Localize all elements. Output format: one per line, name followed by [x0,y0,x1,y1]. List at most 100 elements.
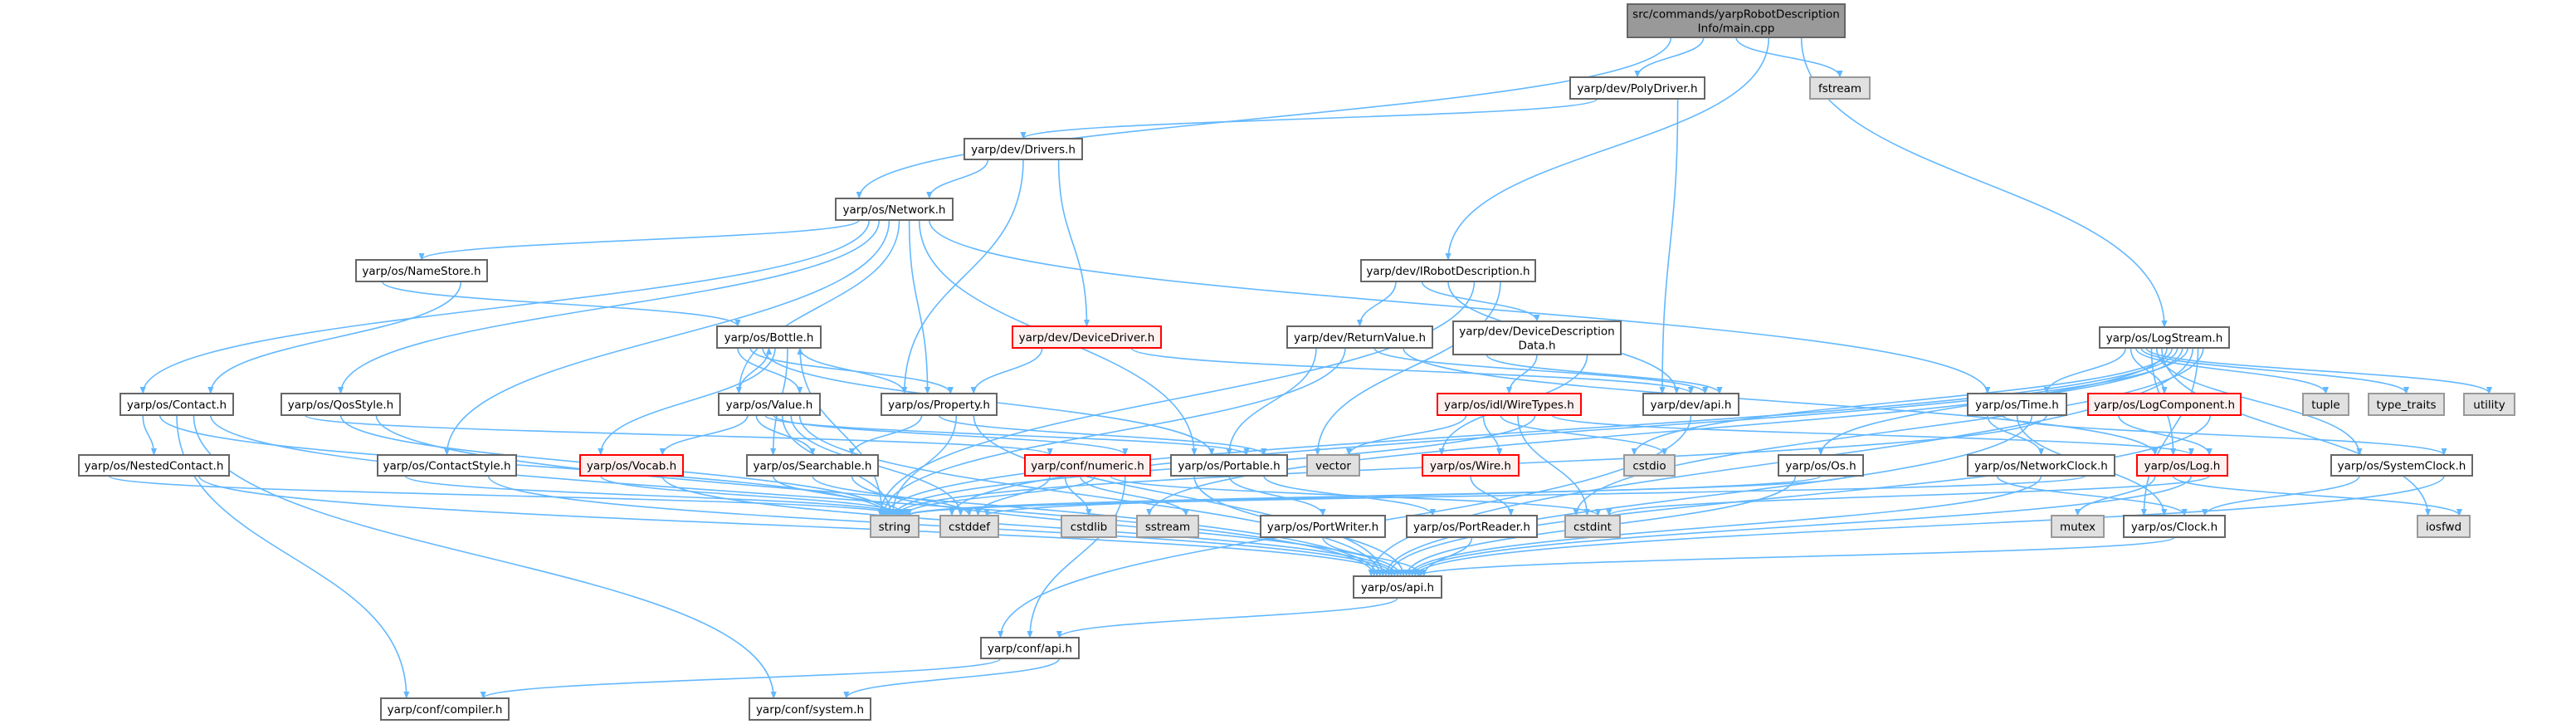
node-qosstyle[interactable]: yarp/os/QosStyle.h [281,393,401,416]
node-cstdint[interactable]: cstdint [1564,515,1621,538]
node-vector[interactable]: vector [1306,454,1360,477]
node-box [1437,393,1582,416]
edge-searchable-to-string [772,475,907,516]
node-system[interactable]: yarp/conf/system.h [749,697,871,721]
node-box [120,393,234,416]
node-fstream[interactable]: fstream [1809,76,1871,100]
edge-network-to-time [929,219,1991,394]
node-irobot[interactable]: yarp/dev/IRobotDescription.h [1360,259,1536,282]
node-utility[interactable]: utility [2463,393,2515,416]
node-devicedriver[interactable]: yarp/dev/DeviceDriver.h [1012,325,1162,349]
node-osapi[interactable]: yarp/os/api.h [1353,575,1442,599]
edge-bottle-to-string [799,347,886,516]
node-label: yarp/dev/IRobotDescription.h [1366,265,1530,278]
node-box [749,697,871,721]
edge-logstream-to-iosfwd [2161,347,2432,516]
node-box [1967,393,2067,416]
node-polydriver[interactable]: yarp/dev/PolyDriver.h [1569,76,1705,100]
node-time[interactable]: yarp/os/Time.h [1967,393,2067,416]
node-nestedcontact[interactable]: yarp/os/NestedContact.h [78,454,230,477]
node-box [380,697,510,721]
edge-logstream-to-time [2043,347,2126,394]
edge-logstream-to-typetraits [2140,347,2410,394]
node-logcomponent[interactable]: yarp/os/LogComponent.h [2087,393,2242,416]
edge-log-to-osapi [1409,475,2193,577]
node-vocab[interactable]: yarp/os/Vocab.h [579,454,684,477]
node-clock[interactable]: yarp/os/Clock.h [2123,515,2226,538]
node-main[interactable]: src/commands/yarpRobotDescriptionInfo/ma… [1627,3,1846,38]
node-label: yarp/os/Contact.h [127,399,227,412]
node-label: utility [2473,399,2505,412]
node-contactstyle[interactable]: yarp/os/ContactStyle.h [377,454,517,477]
node-iosfwd[interactable]: iosfwd [2417,515,2471,538]
node-portable[interactable]: yarp/os/Portable.h [1170,454,1288,477]
node-portwriter[interactable]: yarp/os/PortWriter.h [1260,515,1386,538]
node-mutex[interactable]: mutex [2051,515,2105,538]
node-box [2136,454,2228,477]
node-contact[interactable]: yarp/os/Contact.h [120,393,234,416]
node-networkclock[interactable]: yarp/os/NetworkClock.h [1967,454,2115,477]
node-box [1967,454,2115,477]
node-tuple[interactable]: tuple [2302,393,2349,416]
node-network[interactable]: yarp/os/Network.h [835,198,954,221]
node-box [1642,393,1739,416]
edge-returnvalue-to-log [1403,347,2159,456]
node-cstdlib[interactable]: cstdlib [1061,515,1117,538]
edge-qosstyle-to-osapi [375,414,1380,577]
node-property[interactable]: yarp/os/Property.h [881,393,998,416]
node-cstddef[interactable]: cstddef [939,515,999,538]
node-box [377,454,517,477]
edge-searchable-to-osapi [851,475,1404,577]
edge-bottle-to-vocab [598,347,776,456]
node-typetraits[interactable]: type_traits [2368,393,2445,416]
node-namestore[interactable]: yarp/os/NameStore.h [355,259,488,282]
node-returnvalue[interactable]: yarp/dev/ReturnValue.h [1286,325,1433,349]
node-box [746,454,879,477]
node-label: yarp/os/Vocab.h [587,460,676,473]
node-systemclock[interactable]: yarp/os/SystemClock.h [2330,454,2473,477]
node-box [2302,393,2349,416]
node-box [716,325,822,349]
node-label: yarp/os/Clock.h [2131,521,2217,534]
node-label: Data.h [1518,340,1555,353]
node-devapi[interactable]: yarp/dev/api.h [1642,393,1739,416]
node-sstream[interactable]: sstream [1136,515,1199,538]
node-label: cstddef [949,521,991,534]
node-log[interactable]: yarp/os/Log.h [2136,454,2228,477]
node-box [718,393,821,416]
edge-irobot-to-returnvalue [1356,281,1397,327]
edge-main-to-irobot [1445,37,1770,261]
node-numeric[interactable]: yarp/conf/numeric.h [1024,454,1151,477]
node-searchable[interactable]: yarp/os/Searchable.h [746,454,879,477]
node-portreader[interactable]: yarp/os/PortReader.h [1406,515,1538,538]
node-box [2463,393,2515,416]
node-string[interactable]: string [870,515,920,538]
node-confapi[interactable]: yarp/conf/api.h [980,637,1080,659]
node-os[interactable]: yarp/os/Os.h [1778,454,1864,477]
node-compiler[interactable]: yarp/conf/compiler.h [380,697,510,721]
node-wiretypes[interactable]: yarp/os/idl/WireTypes.h [1437,393,1582,416]
edge-drivers-to-devicedriver [1057,159,1090,327]
node-label: yarp/os/LogStream.h [2106,332,2223,345]
edge-property-to-bottle [797,347,905,394]
edge-network-to-contact [139,219,871,394]
node-logstream[interactable]: yarp/os/LogStream.h [2099,326,2230,349]
nodes-layer: src/commands/yarpRobotDescriptionInfo/ma… [78,3,2515,721]
node-cstdio[interactable]: cstdio [1623,454,1676,477]
node-box [1360,259,1536,282]
node-label: yarp/os/Property.h [888,399,990,412]
node-bottle[interactable]: yarp/os/Bottle.h [716,325,822,349]
edge-value-to-numeric [773,414,1129,456]
node-box [964,138,1083,160]
edge-vocab-to-osapi [661,475,1401,577]
node-wire[interactable]: yarp/os/Wire.h [1422,454,1520,477]
edge-main-to-network [856,37,1672,199]
node-label: yarp/os/QosStyle.h [288,399,393,412]
edge-property-to-searchable [848,414,923,456]
node-box [2417,515,2471,538]
node-label: cstdint [1573,521,1612,534]
edge-logcomponent-to-log [2118,414,2213,456]
node-drivers[interactable]: yarp/dev/Drivers.h [964,138,1083,160]
node-value[interactable]: yarp/os/Value.h [718,393,821,416]
